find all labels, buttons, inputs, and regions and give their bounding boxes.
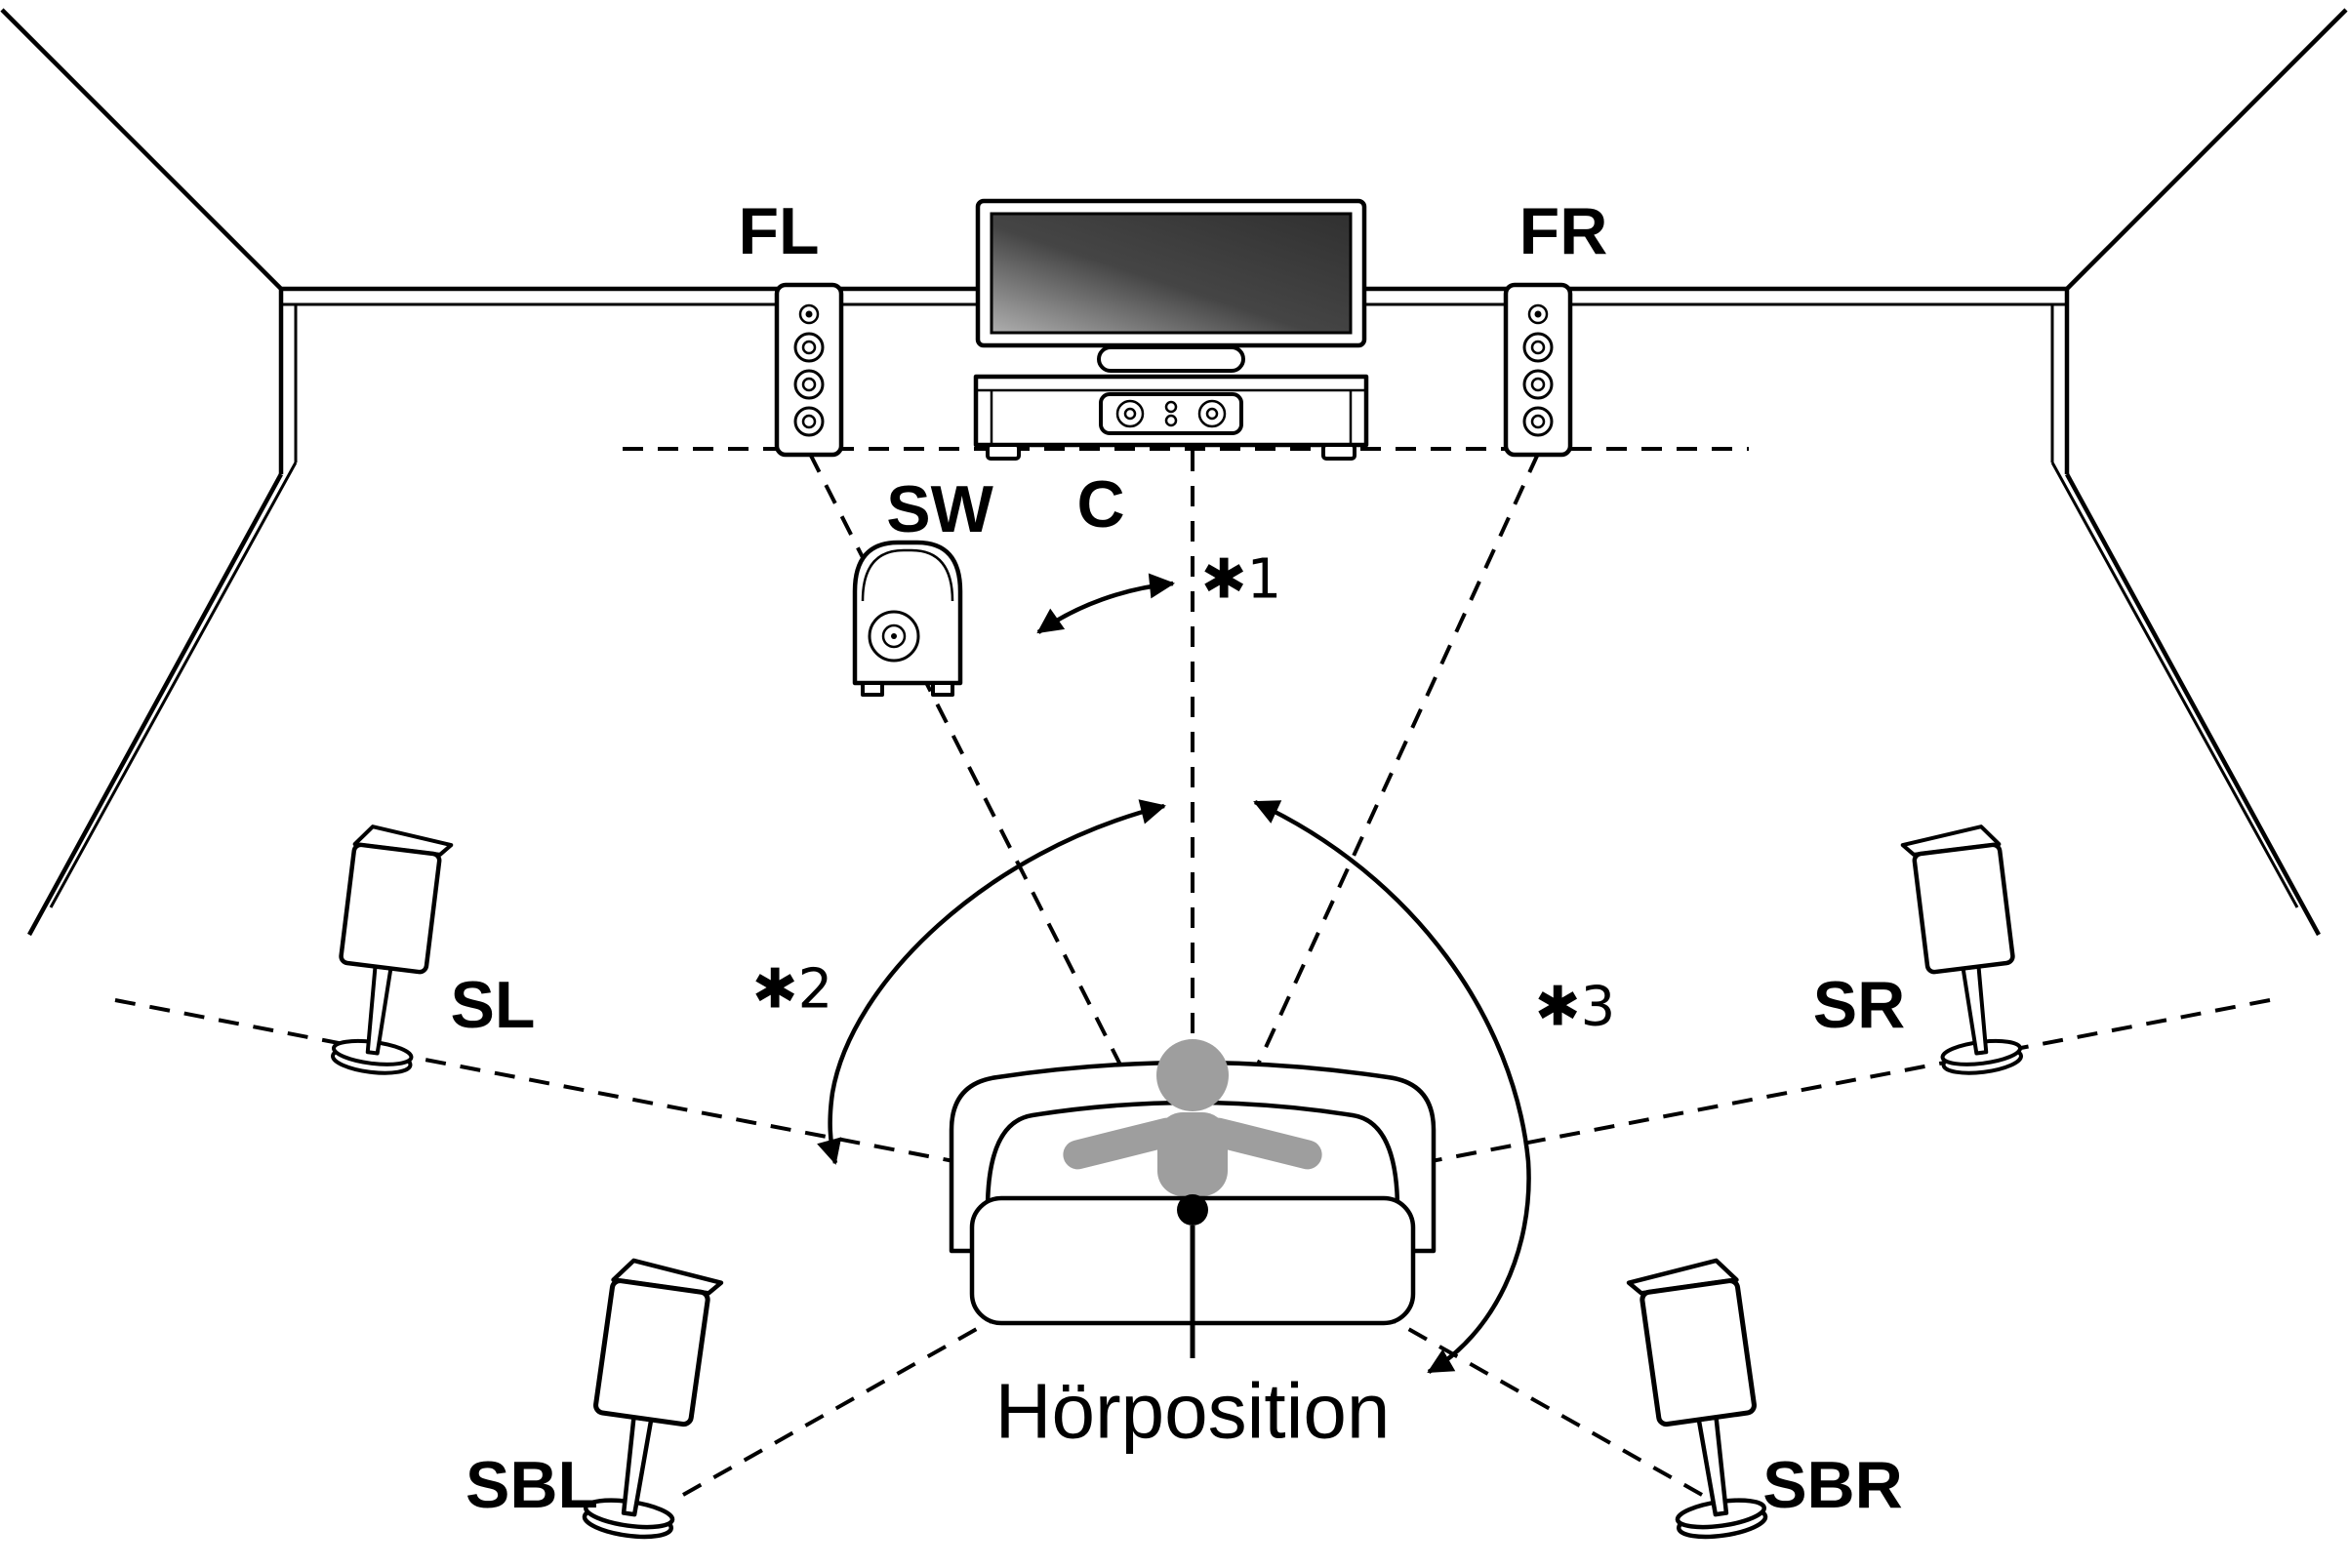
surround-back-left-speaker [579,1258,723,1544]
label-surround-back-left: SBL [466,1448,598,1522]
angle-arc-2 [817,799,1166,1165]
label-subwoofer: SW [886,472,993,546]
label-listening-position: Hörposition [995,1368,1391,1455]
front-left-speaker [774,282,844,458]
listening-position-dot [1177,1194,1208,1226]
label-note-1: ✱1 [1201,548,1282,612]
subwoofer-foot-right [931,681,954,697]
center-speaker [1099,392,1243,435]
tv-stand [1097,345,1245,373]
subwoofer [852,540,963,697]
angle-arrows [817,573,1531,1374]
label-front-left: FL [738,194,819,268]
label-center: C [1076,467,1124,542]
label-note-2: ✱2 [752,958,833,1022]
diagram-labels: FL FR SW C SL SR SBL SBR ✱1 ✱2 ✱3 Hörpos… [451,194,1906,1522]
label-surround-back-right: SBR [1762,1448,1903,1522]
subwoofer-foot-left [861,681,884,697]
surround-right-speaker [1902,824,2027,1078]
surround-left-speaker [328,824,453,1078]
surround-back-left-ray [682,1205,1194,1497]
angle-arc-1 [1036,573,1175,634]
angle-arc-3 [1253,799,1531,1374]
label-front-right: FR [1519,194,1608,268]
rack-foot-right [1321,443,1356,461]
room-outline [0,8,2348,937]
label-note-3: ✱3 [1535,976,1616,1039]
front-right-speaker [1503,282,1573,458]
tv-screen [990,212,1353,335]
listening-position-marker [1177,1194,1208,1358]
rack-foot-left [986,443,1021,461]
tv [975,198,1367,373]
surround-back-right-speaker [1628,1258,1772,1544]
label-surround-left: SL [451,968,536,1042]
label-surround-right: SR [1813,968,1905,1042]
